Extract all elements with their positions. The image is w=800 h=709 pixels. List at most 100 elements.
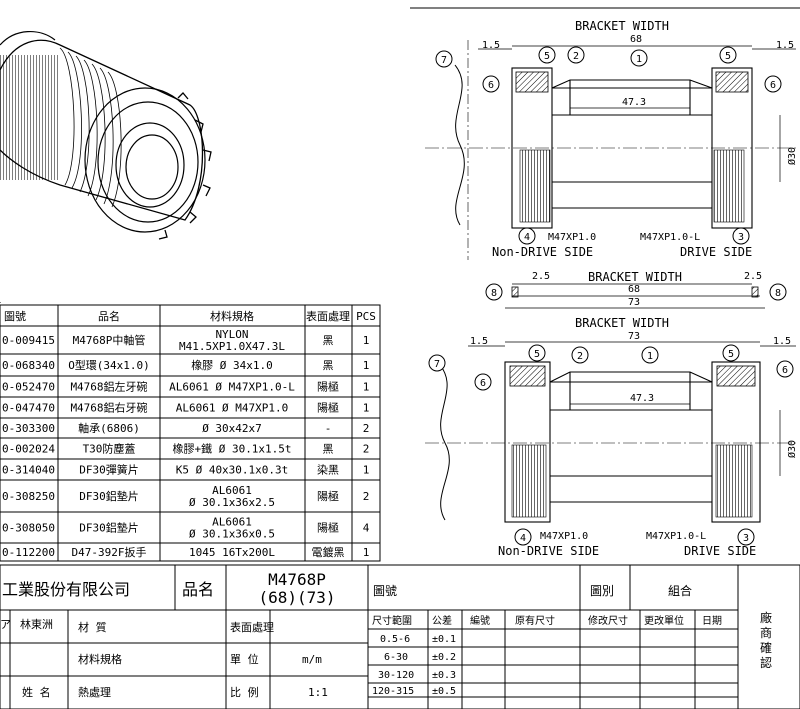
top-bracket-width-label: BRACKET WIDTH [575,19,669,33]
bot-thread-right: M47XP1.0-L [646,531,706,542]
bom-row-4-pcs: 2 [363,422,370,435]
bom-row-6-no: 0-314040 [2,464,55,477]
bom-row-4-finish: - [325,422,332,435]
top-drive-side: DRIVE SIDE [680,245,752,259]
bom-row-2-finish: 陽極 [317,380,339,394]
drafter-label-partial: ア [0,618,11,631]
bom-row-8-spec-a: AL6061 [212,516,252,529]
tol-header-date: 日期 [702,615,722,627]
bom-row-9-no: 0-112200 [2,546,55,559]
top-balloon-7: 7 [441,55,447,66]
bom-row-9-finish: 電鍍黑 [312,545,345,559]
bom-row-9-name: D47-392F扳手 [72,545,147,559]
top-non-drive-side: Non-DRIVE SIDE [492,245,593,259]
tol-header-mod: 修改尺寸 [588,614,628,627]
part-name-label: 品名 [182,580,214,599]
bot-balloon-4: 4 [520,533,526,544]
surface-label: 表面處理 [230,620,274,634]
top-balloon-4: 4 [524,232,530,243]
bom-row-9-pcs: 1 [363,546,370,559]
bom-row-7-spec-b: Ø 30.1x36x2.5 [189,496,275,509]
material-label: 材 質 [78,620,107,634]
bom-row-1-finish: 黑 [323,359,334,372]
tol-header-tolerance: 公差 [432,614,452,627]
tol-header-number: 編號 [470,614,490,627]
bot-balloon-6-left: 6 [480,378,486,389]
bom-row-8-pcs: 4 [363,522,370,535]
bom-row-8-spec-b: Ø 30.1x36x0.5 [189,528,275,541]
title-block-text: 工業股份有限公司 品名 M4768P (68)(73) 圖號 圖別 組合 ア 林… [0,570,772,699]
bom-row-3-pcs: 1 [363,402,370,415]
isometric-bottom-bracket-view [0,30,212,240]
bom-row-7-pcs: 2 [363,490,370,503]
top-balloon-5-right: 5 [725,51,731,62]
part-name-line-2: (68)(73) [258,588,335,607]
bot-balloon-5-left: 5 [534,349,540,360]
top-section-drawing: BRACKET WIDTH 68 1.5 1.5 47.3 [425,19,798,260]
bom-row-8-finish: 陽極 [317,521,339,535]
bom-row-2-name: M4768鋁左牙碗 [70,380,147,394]
tol-value-3: ±0.5 [432,686,456,697]
tol-header-unit: 更改單位 [644,614,684,627]
tol-value-1: ±0.2 [432,652,456,663]
scale-value: 1:1 [308,686,328,699]
bom-row-6-pcs: 1 [363,464,370,477]
bom-row-4-name: 軸承(6806) [78,421,140,435]
strip-balloon-8-left: 8 [491,288,497,299]
factory-confirm-char-3: 認 [760,655,772,670]
strip-dim-2-5-right: 2.5 [744,271,762,282]
top-dim-1-5-left: 1.5 [482,40,500,51]
bom-row-3-spec: AL6061 Ø M47XP1.0 [176,402,289,415]
part-name-line-1: M4768P [268,570,326,589]
tol-range-0: 0.5-6 [380,634,410,645]
bom-row-0-spec-a: NYLON [215,328,248,341]
bom-row-5-pcs: 2 [363,443,370,456]
bom-row-4-spec: Ø 30x42x7 [202,422,262,435]
name-label: 姓 名 [22,685,51,699]
bom-row-8-name: DF30鋁墊片 [79,521,139,535]
bom-row-5-no: 0-002024 [2,443,55,456]
bot-non-drive-side: Non-DRIVE SIDE [498,544,599,558]
bot-balloon-6-right: 6 [782,365,788,376]
bom-header-2: 材料規格 [210,309,254,323]
strip-dim-68: 68 [628,284,640,295]
bom-header-4: PCS [356,310,376,323]
top-balloon-2: 2 [573,51,579,62]
strip-balloon-8-right: 8 [775,288,781,299]
heat-label: 熱處理 [78,685,111,699]
top-balloon-6-left: 6 [488,80,494,91]
bot-dim-1-5-right: 1.5 [773,336,791,347]
bom-row-0-no: 0-009415 [2,334,55,347]
bot-width-73: 73 [628,331,640,342]
top-balloon-5-left: 5 [544,51,550,62]
unit-value: m/m [302,653,322,666]
bom-row-5-finish: 黑 [323,443,334,456]
unit-label: 單 位 [230,652,259,666]
tol-range-3: 120-315 [372,686,414,697]
factory-confirm-char-0: 廠 [760,610,772,625]
top-balloon-6-right: 6 [770,80,776,91]
bom-row-7-spec-a: AL6061 [212,484,252,497]
top-dim-dia-30: Ø30 [786,147,798,165]
factory-confirm-char-1: 商 [760,625,772,640]
drawing-no-label: 圖號 [373,584,397,598]
bom-row-1-spec: 橡膠 Ø 34x1.0 [191,359,273,372]
bom-row-0-finish: 黑 [323,334,334,347]
bill-of-materials-table [0,304,381,562]
bom-row-7-finish: 陽極 [317,489,339,503]
bom-row-1-pcs: 1 [363,359,370,372]
bom-row-2-pcs: 1 [363,381,370,394]
top-dim-1-5-right: 1.5 [776,40,794,51]
drafter-name: 林東洲 [20,617,53,631]
tol-range-1: 6-30 [384,652,408,663]
bot-balloon-7: 7 [434,359,440,370]
bom-header-1: 品名 [98,309,120,323]
bom-row-9-spec: 1045 16Tx200L [189,546,275,559]
bom-header-0: 圖號 [4,310,26,323]
bom-row-3-finish: 陽極 [317,401,339,415]
bot-balloon-3: 3 [743,533,749,544]
bom-row-0-name: M4768P中軸管 [73,333,146,347]
bom-row-8-no: 0-308050 [2,522,55,535]
category-label: 圖別 [590,584,614,598]
